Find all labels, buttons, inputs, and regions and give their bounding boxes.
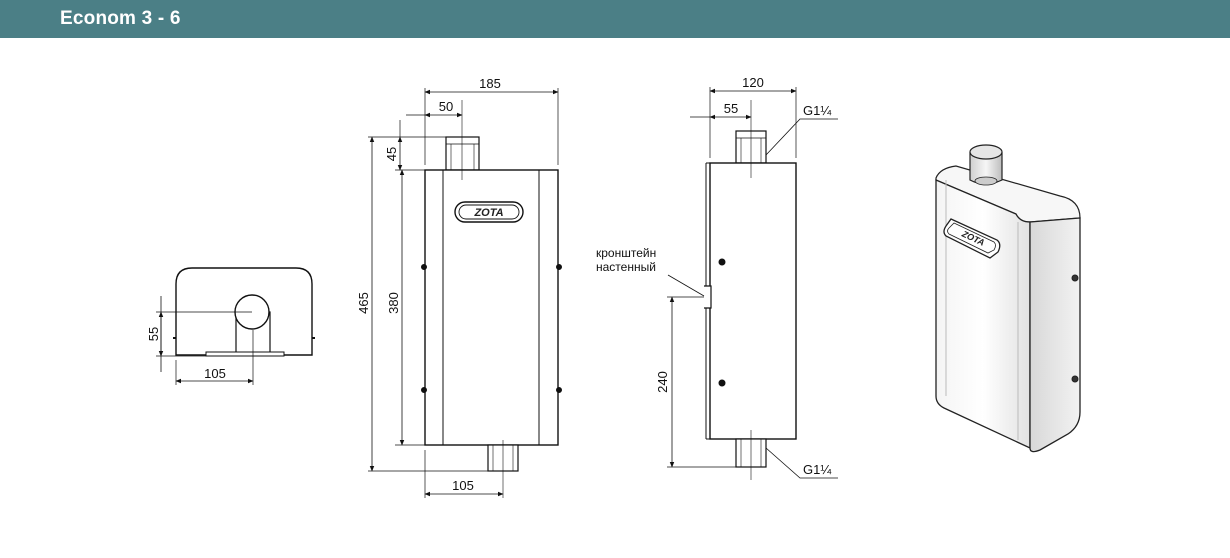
bottom-view-plate [205,351,285,357]
dimension-label: 55 [146,327,161,341]
bracket-label-line1: кронштейн [596,246,656,260]
iso-view [935,144,1081,453]
thread-label-bottom: G1¼ [803,462,831,477]
dimension-label: 105 [452,478,474,493]
dimension-label: 240 [655,371,670,393]
side-view-body [709,162,797,440]
iso-view-side-face [1029,217,1081,453]
bottom-view [156,267,315,385]
bracket-label-line2: настенный [596,260,656,274]
dimension-label: 465 [356,292,371,314]
dimension-label: 185 [479,76,501,91]
page-title: Econom 3 - 6 [60,8,181,29]
dimension-label: 45 [384,147,399,161]
dimension-label: 55 [724,101,738,116]
front-view-outlet-pipe [445,136,480,171]
dimension-label: 105 [204,366,226,381]
thread-label-top: G1¼ [803,103,831,118]
dimension-label: 380 [386,292,401,314]
front-view-logo-text: ZOTA [473,207,503,219]
front-view [368,88,562,498]
side-view [667,87,838,480]
title-bar: Econom 3 - 6 [0,0,1230,38]
dimension-label: 120 [742,75,764,90]
dimension-label: 50 [439,99,453,114]
